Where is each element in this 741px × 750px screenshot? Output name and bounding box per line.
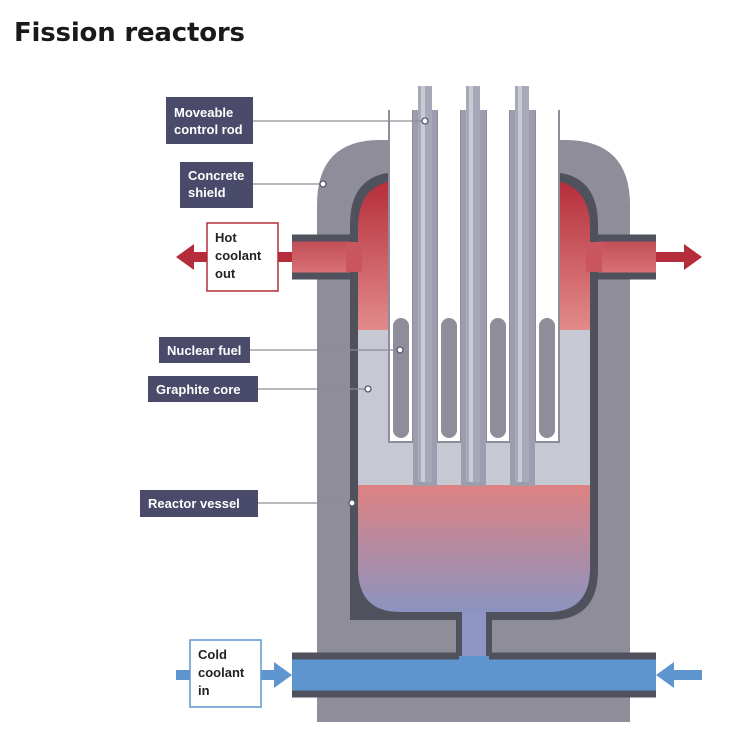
label-cold-coolant-in: Cold coolant in bbox=[189, 639, 262, 708]
cold-coolant-pipe bbox=[292, 656, 656, 694]
label-text: in bbox=[198, 683, 210, 698]
label-text: Reactor vessel bbox=[148, 496, 240, 511]
label-text: Graphite core bbox=[156, 382, 241, 397]
label-reactor-vessel: Reactor vessel bbox=[140, 490, 258, 517]
label-text: shield bbox=[188, 185, 226, 200]
control-rods bbox=[418, 86, 529, 482]
label-text: control rod bbox=[174, 122, 243, 137]
hot-out-right-arrow bbox=[656, 244, 702, 270]
label-text: Hot bbox=[215, 230, 237, 245]
coolant-zone bbox=[358, 485, 590, 612]
nuclear-fuel-rods bbox=[393, 318, 555, 438]
label-text: Concrete bbox=[188, 168, 244, 183]
label-moveable-control-rod: Moveable control rod bbox=[166, 97, 253, 144]
label-hot-coolant-out: Hot coolant out bbox=[206, 222, 279, 292]
label-text: coolant bbox=[198, 665, 245, 680]
label-text: out bbox=[215, 266, 236, 281]
page-title: Fission reactors bbox=[14, 18, 245, 48]
label-concrete-shield: Concrete shield bbox=[180, 162, 253, 208]
label-nuclear-fuel: Nuclear fuel bbox=[159, 337, 250, 363]
label-text: Moveable bbox=[174, 105, 233, 120]
label-text: Cold bbox=[198, 647, 227, 662]
label-text: coolant bbox=[215, 248, 262, 263]
label-text: Nuclear fuel bbox=[167, 343, 241, 358]
label-graphite-core: Graphite core bbox=[148, 376, 258, 402]
cold-in-right-arrow bbox=[656, 662, 702, 688]
